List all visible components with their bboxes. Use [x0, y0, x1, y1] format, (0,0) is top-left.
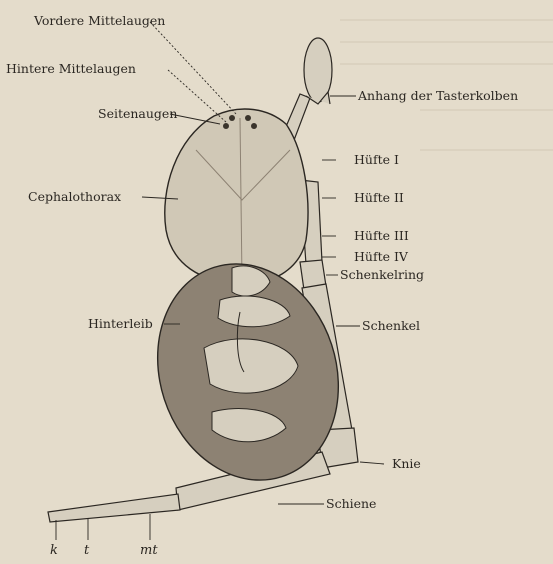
label-huefte-2: Hüfte II: [354, 191, 404, 205]
label-cephalothorax: Cephalothorax: [28, 190, 121, 204]
label-schenkel: Schenkel: [362, 319, 420, 333]
label-hinterleib: Hinterleib: [88, 317, 153, 331]
label-huefte-4: Hüfte IV: [354, 250, 408, 264]
background-paper-lines: [340, 20, 553, 150]
label-schenkelring: Schenkelring: [340, 268, 424, 282]
label-hintere-mittelaugen: Hintere Mittelaugen: [6, 62, 136, 76]
label-anhang-tasterkolben: Anhang der Tasterkolben: [358, 89, 518, 103]
label-knie: Knie: [392, 457, 421, 471]
label-vordere-mittelaugen: Vordere Mittelaugen: [34, 14, 165, 28]
label-huefte-3: Hüfte III: [354, 229, 409, 243]
label-schiene: Schiene: [326, 497, 376, 511]
label-seitenaugen: Seitenaugen: [98, 107, 177, 121]
label-t: t: [84, 544, 89, 558]
label-huefte-1: Hüfte I: [354, 153, 399, 167]
leg-metatarsus-tarsus: [48, 494, 180, 522]
cephalothorax: [165, 109, 308, 284]
label-k: k: [50, 544, 58, 558]
label-mt: mt: [140, 544, 158, 558]
